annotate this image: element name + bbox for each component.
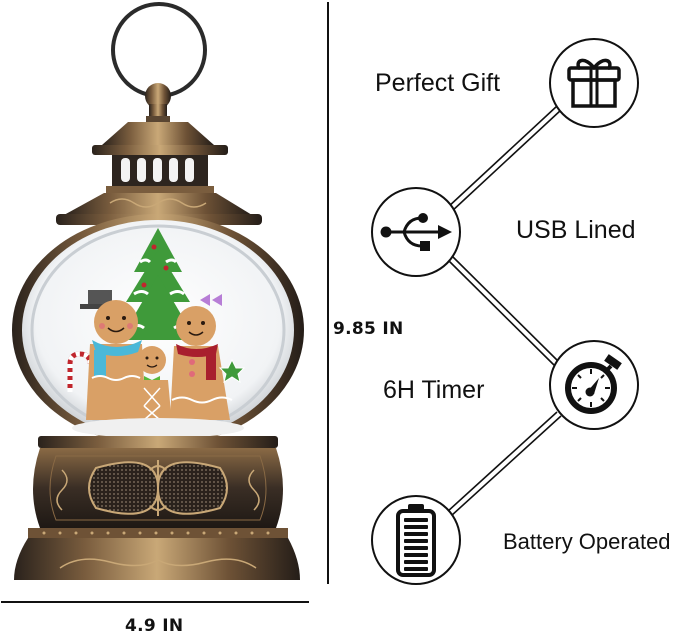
- lantern-illustration: [12, 2, 304, 580]
- gift-icon: [567, 58, 621, 108]
- width-dimension-label: 4.9 IN: [125, 616, 184, 636]
- gingerbread-dad: [80, 290, 146, 420]
- usb-icon: [380, 213, 452, 251]
- feature-gift-badge: [549, 38, 639, 128]
- height-dimension-label: 9.85 IN: [333, 319, 404, 339]
- feature-timer-label: 6H Timer: [383, 376, 485, 404]
- feature-usb-badge: [371, 187, 461, 277]
- gingerbread-mom: [170, 294, 233, 420]
- feature-battery-badge: [371, 495, 461, 585]
- height-dimension-line: [327, 2, 329, 584]
- battery-icon: [396, 504, 436, 577]
- ring-handle: [111, 2, 207, 98]
- gingerbread-child: [132, 346, 172, 424]
- feature-battery-label: Battery Operated: [503, 529, 671, 554]
- feature-gift-label: Perfect Gift: [375, 69, 501, 97]
- feature-usb-label: USB Lined: [516, 216, 636, 244]
- width-dimension-line: [1, 601, 309, 603]
- feature-timer-badge: [549, 340, 639, 430]
- product-image-snow-globe-lantern: [0, 0, 320, 600]
- stopwatch-icon: [565, 354, 622, 414]
